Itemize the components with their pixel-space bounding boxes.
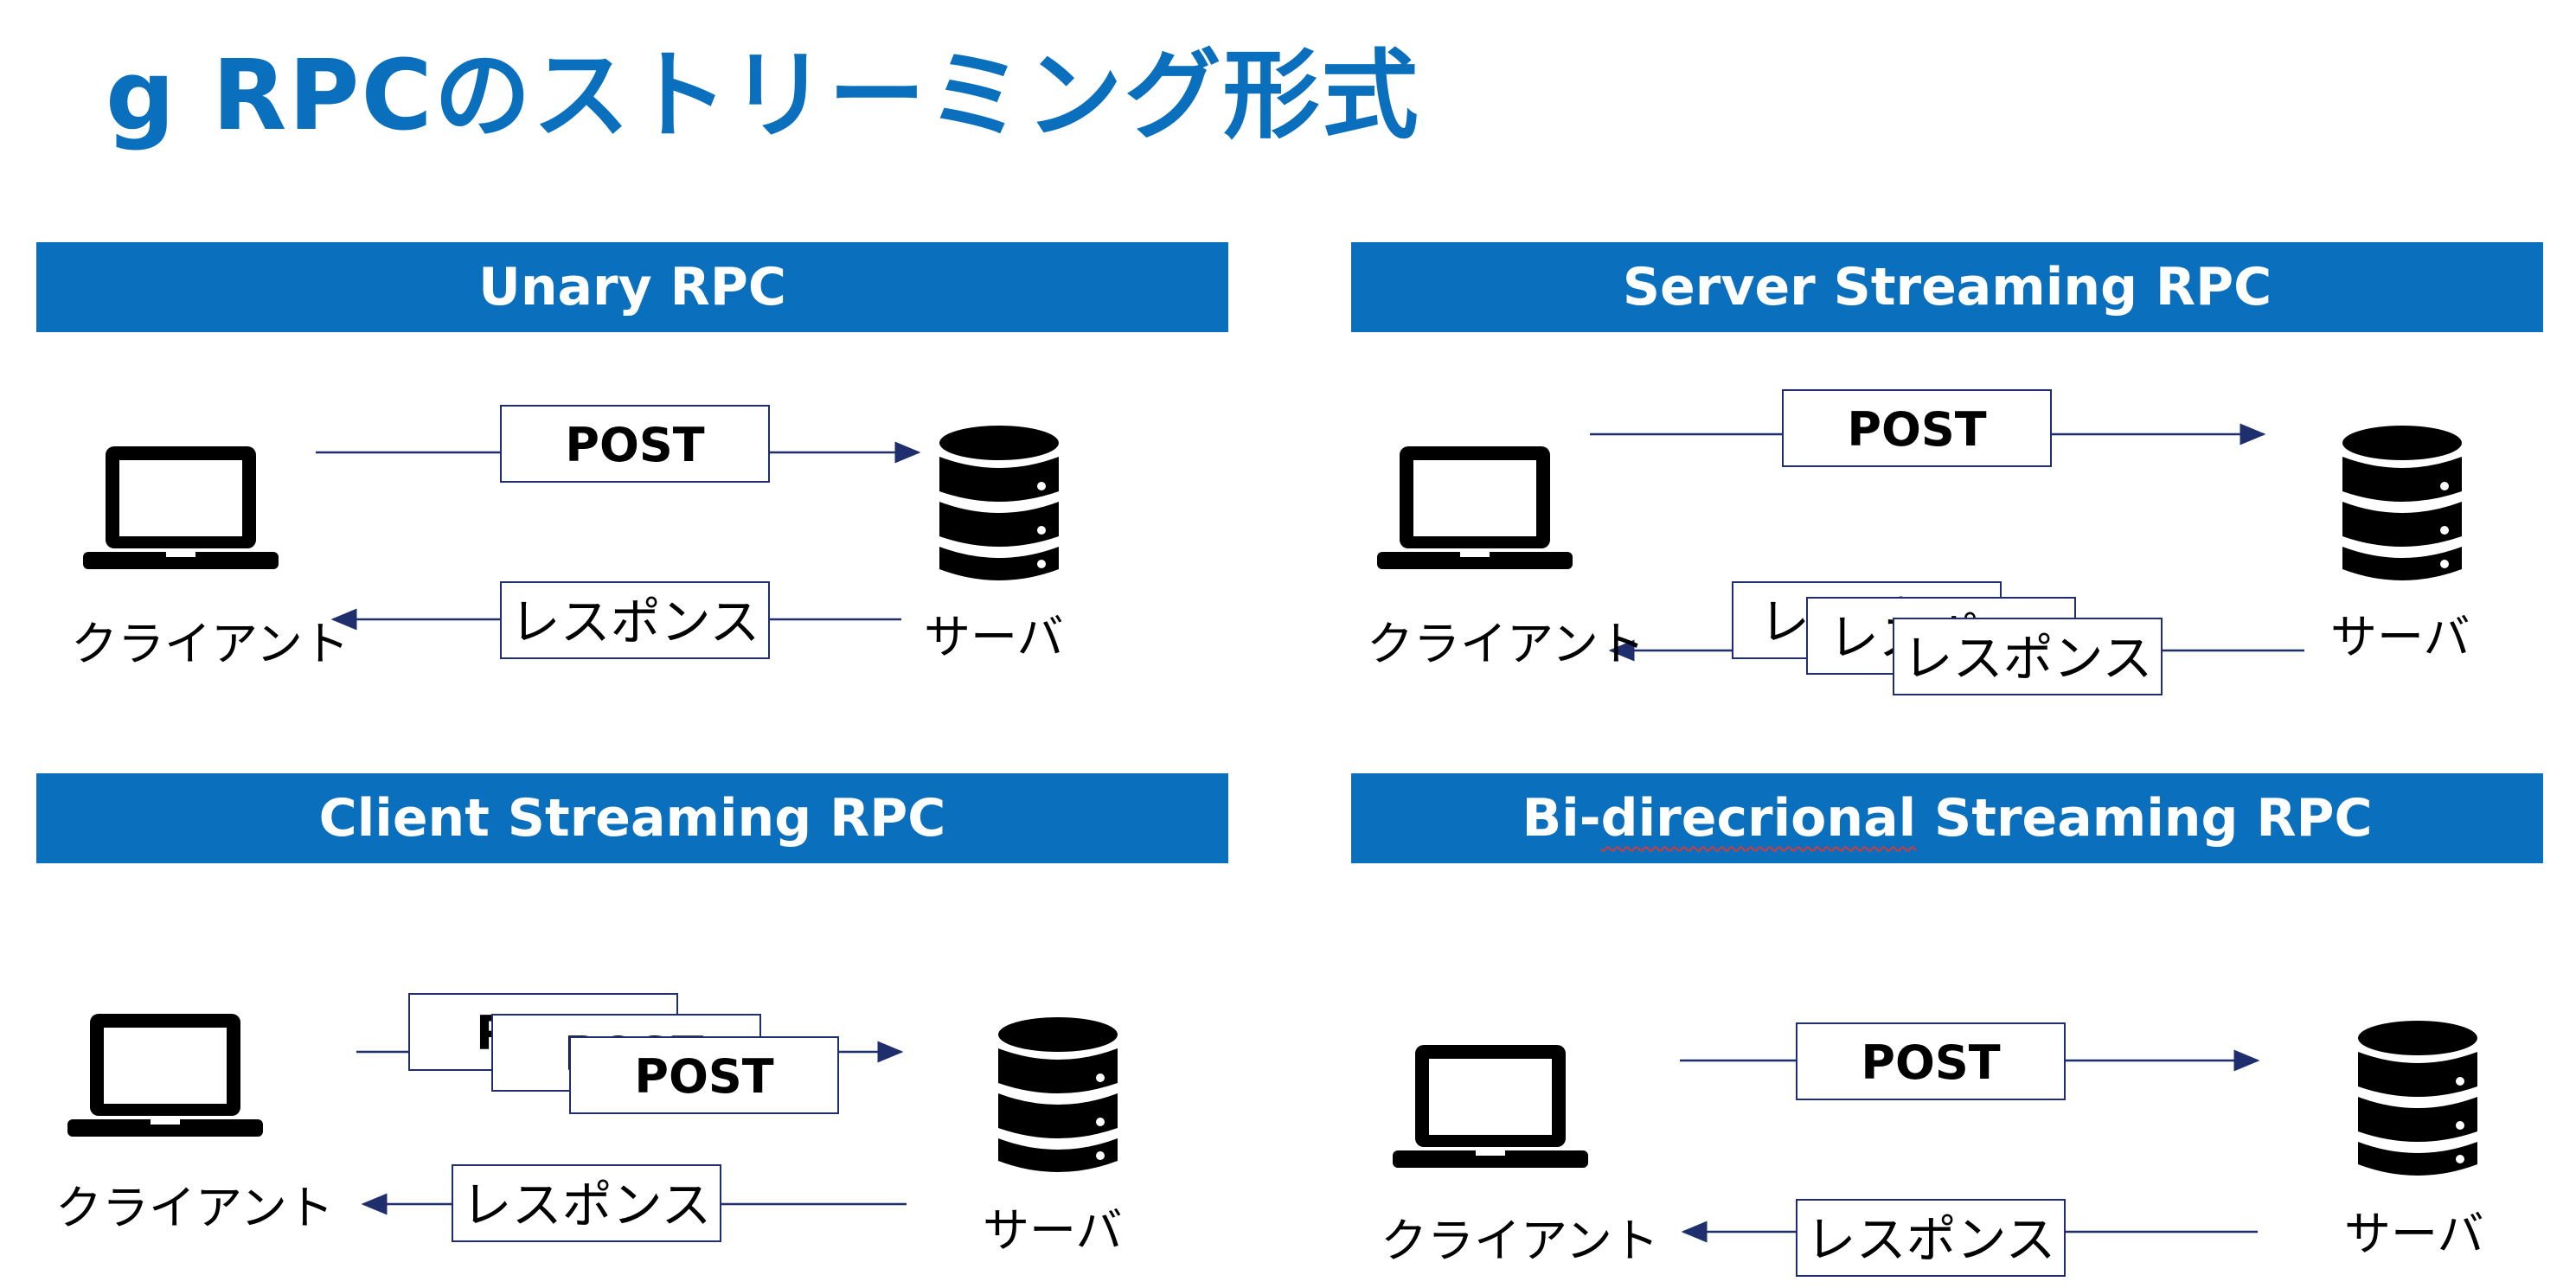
server-label: サーバ [924,610,1064,664]
request-box: POST [1782,389,2052,467]
client-label: クライアント [1381,1214,1659,1268]
database-icon [998,1017,1118,1172]
response-box: レスポンス [452,1164,721,1242]
heading-part-bi: Bi- [1522,788,1601,849]
response-box: レスポンス [1796,1199,2066,1277]
heading-server-streaming-rpc: Server Streaming RPC [1351,242,2543,332]
heading-part-streaming: Streaming RPC [1916,788,2373,849]
heading-part-direcrional: direcrional [1600,788,1917,849]
database-icon [939,426,1059,580]
database-icon [2358,1021,2477,1176]
laptop-icon [1393,1045,1588,1168]
request-box: POST [500,405,770,483]
request-box: POST [1796,1022,2066,1100]
laptop-icon [1377,446,1573,569]
heading-client-streaming-rpc: Client Streaming RPC [36,773,1228,863]
server-label: サーバ [2330,610,2470,664]
server-label: サーバ [983,1203,1123,1258]
request-box-stacked-front: POST [569,1036,839,1114]
server-label: サーバ [2344,1207,2484,1261]
response-box: レスポンス [500,581,770,659]
laptop-icon [83,446,279,569]
client-label: クライアント [55,1181,334,1235]
database-icon [2342,426,2462,580]
heading-bidirectional-streaming-rpc: Bi-direcrional Streaming RPC [1351,773,2543,863]
heading-unary-rpc: Unary RPC [36,242,1228,332]
client-label: クライアント [71,617,349,671]
client-label: クライアント [1367,617,1645,671]
response-box-stacked-front: レスポンス [1893,618,2163,695]
page-title: g RPCのストリーミング形式 [106,40,1420,152]
laptop-icon [67,1014,263,1137]
